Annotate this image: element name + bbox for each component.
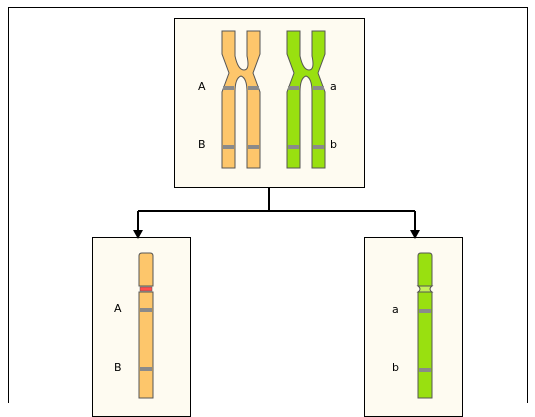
band-a: [419, 309, 431, 313]
parent-chromosome-pairs: [221, 30, 326, 169]
frame-left-line: [8, 7, 9, 403]
green-chromosome-pair: [286, 30, 326, 169]
parent-label-a: a: [330, 80, 337, 93]
band-B-right: [248, 145, 259, 149]
orange-chromosome-pair: [221, 30, 261, 169]
parent-label-B: B: [198, 138, 206, 151]
orange-chromatid-pair-shape: [221, 30, 261, 169]
left-child-label-A: A: [114, 302, 122, 315]
parent-label-A: A: [198, 80, 206, 93]
band-a-left: [288, 86, 299, 90]
band-a-right: [313, 86, 324, 90]
centromere-red: [139, 286, 153, 292]
division-arrows: [133, 188, 420, 239]
band-A-right: [248, 86, 259, 90]
parent-label-b: b: [330, 138, 337, 151]
frame-right-line: [527, 7, 528, 403]
orange-chromatid-upper: [138, 252, 154, 287]
band-B-left: [223, 145, 234, 149]
green-chromatid-pair-shape: [286, 30, 326, 169]
band-A-left: [223, 86, 234, 90]
right-daughter-chromosome: [416, 252, 434, 399]
band-B: [140, 367, 152, 371]
centromere-pinch: [416, 285, 434, 293]
parent-cell-panel: [174, 18, 365, 188]
right-child-label-a: a: [392, 303, 399, 316]
left-daughter-chromosome: [138, 252, 154, 399]
band-b-left: [288, 145, 299, 149]
left-arrowhead: [133, 230, 143, 239]
frame-top-line: [8, 7, 528, 8]
green-chromatid-upper: [417, 252, 433, 287]
band-b-right: [313, 145, 324, 149]
orange-chromatid-lower: [138, 291, 154, 399]
band-A: [140, 308, 152, 312]
left-child-label-B: B: [114, 361, 122, 374]
band-b: [419, 368, 431, 372]
right-arrowhead: [410, 230, 420, 239]
green-chromatid-lower: [417, 291, 433, 399]
right-child-label-b: b: [392, 361, 399, 374]
diagram-canvas: A B a b A B a b: [8, 7, 528, 417]
